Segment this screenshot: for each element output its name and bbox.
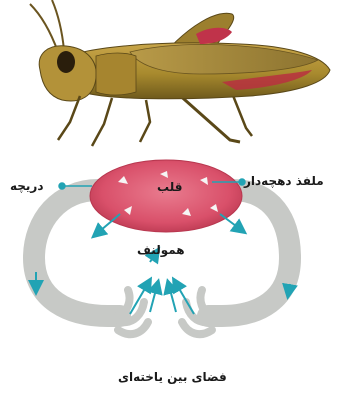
label-valve: دریچه	[10, 179, 44, 193]
label-intercellular-space: فضای بین یاخته‌ای	[118, 370, 227, 384]
label-heart: قلب	[157, 180, 182, 194]
label-ostia-heart: ملفذ دهچه‌دار	[244, 174, 324, 188]
label-hemolymph: همولنف	[137, 243, 185, 257]
